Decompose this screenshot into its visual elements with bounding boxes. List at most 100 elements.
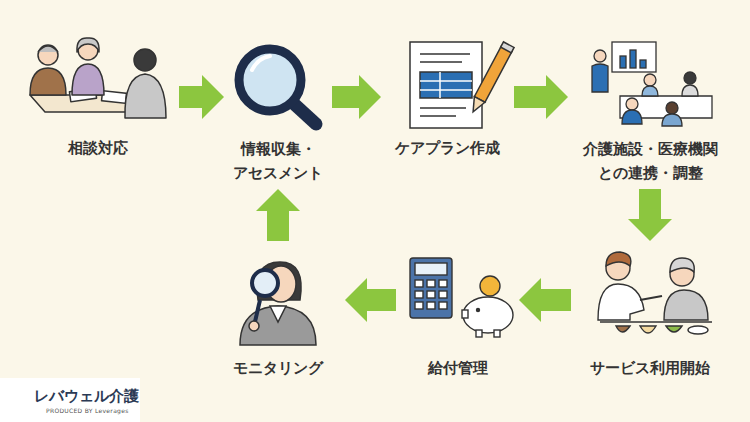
magnifier-illustration-part (252, 56, 270, 70)
calculator-piggy-illustration-part (439, 280, 447, 287)
meal-service-illustration (598, 252, 712, 334)
document-illustration-part (420, 89, 472, 91)
meeting-illustration-part (622, 110, 642, 124)
meeting-illustration-part (642, 86, 658, 96)
flow-arrow (332, 75, 381, 119)
document-illustration-part (410, 42, 482, 128)
consultation-illustration-part (38, 45, 58, 65)
logo: レバウェル介護 PRODUCED BY Leverages (0, 378, 140, 422)
consultation-illustration-part (77, 38, 99, 52)
step-label: 相談対応 (20, 136, 175, 160)
meeting-illustration-part (644, 74, 656, 86)
meeting-illustration-part (684, 72, 696, 84)
document-illustration-part-part (501, 42, 514, 53)
calculator-piggy-illustration-part (415, 263, 447, 275)
calculator-piggy-illustration-part (415, 302, 423, 309)
meeting-illustration-part (592, 64, 608, 92)
step-label: 介護施設・医療機関 との連携・調整 (572, 137, 728, 185)
document-illustration (410, 42, 514, 128)
calculator-piggy-illustration-part (415, 291, 423, 298)
calculator-piggy-illustration-part (463, 297, 513, 333)
calculator-piggy-illustration-part (415, 280, 423, 287)
consultation-illustration-part (102, 91, 127, 103)
meeting-illustration-part (630, 50, 636, 68)
consultation-illustration-part (30, 68, 66, 95)
meal-service-illustration-part (606, 252, 631, 266)
step-label: モニタリング (215, 356, 341, 380)
step-node: モニタリング (215, 245, 341, 380)
step-node: 相談対応 (20, 35, 175, 160)
meal-service-illustration-part (600, 321, 712, 322)
meeting-illustration-part (682, 85, 698, 96)
step-label: ケアプラン作成 (385, 136, 510, 160)
flow-arrow (179, 75, 224, 119)
logo-subtext: PRODUCED BY Leverages (46, 407, 129, 414)
calculator-piggy-illustration-part (439, 291, 447, 298)
monitoring-illustration-part (252, 270, 278, 296)
meal-service-illustration-part (666, 326, 682, 332)
document-illustration-part (439, 72, 441, 98)
document-illustration-part (468, 42, 514, 115)
meal-service-illustration-part (688, 326, 708, 334)
step-node: ケアプラン作成 (385, 35, 510, 160)
meal-service-illustration-part (640, 296, 662, 300)
magnifier-illustration (239, 49, 316, 124)
meeting-illustration-part (594, 50, 606, 62)
monitoring-illustration-part (270, 306, 286, 322)
meal-service-illustration-part (598, 284, 644, 320)
meeting-illustration-part (612, 42, 656, 72)
calculator-piggy-illustration-part (410, 258, 452, 318)
calculator-piggy-illustration-part (480, 276, 500, 296)
consultation-illustration-part (72, 64, 104, 95)
document-illustration-part-part (474, 45, 512, 102)
logo-icon (0, 378, 140, 422)
calculator-piggy-illustration-part (494, 330, 500, 337)
meeting-illustration (592, 42, 712, 126)
calculator-piggy-illustration-part (477, 309, 480, 312)
flow-arrow (256, 189, 300, 241)
monitoring-illustration (240, 262, 316, 345)
step-label: サービス利用開始 (575, 356, 725, 380)
document-illustration-part (420, 61, 462, 63)
document-illustration-part (420, 107, 466, 109)
meeting-illustration-part (662, 114, 682, 126)
flow-arrow (345, 278, 396, 322)
step-node: 介護施設・医療機関 との連携・調整 (572, 35, 728, 185)
meeting-illustration-part (626, 98, 638, 110)
monitoring-illustration-part (240, 306, 316, 345)
consultation-illustration (30, 38, 166, 118)
logo-text: レバウェル介護 (34, 387, 139, 406)
magnifier-illustration-part (239, 49, 301, 111)
meal-service-illustration-part (616, 326, 630, 332)
calculator-piggy-illustration (410, 258, 513, 337)
calculator-piggy-illustration-part (462, 310, 468, 318)
calculator-piggy-illustration-part (427, 302, 435, 309)
flow-arrow (519, 278, 571, 322)
consultation-illustration-part (134, 49, 156, 71)
document-illustration-part (420, 53, 470, 55)
step-node: 給付管理 (400, 245, 515, 380)
calculator-piggy-illustration-part (427, 280, 435, 287)
step-node: サービス利用開始 (575, 245, 725, 380)
calculator-piggy-illustration-part (476, 330, 482, 337)
step-label: 情報収集・ アセスメント (228, 137, 328, 185)
document-illustration-part (420, 72, 472, 98)
document-illustration-part (420, 115, 456, 117)
calculator-piggy-illustration-part (439, 302, 447, 309)
flow-arrow (628, 189, 672, 241)
document-illustration-part (420, 80, 472, 82)
step-label: 給付管理 (400, 356, 515, 380)
step-node: 情報収集・ アセスメント (228, 35, 328, 185)
consultation-illustration-part (38, 46, 58, 52)
meeting-illustration-part (620, 56, 626, 68)
logo-icon-part (0, 378, 140, 422)
document-illustration-part-part (468, 97, 485, 115)
calculator-piggy-illustration-part (427, 291, 435, 298)
meeting-illustration-part (666, 102, 678, 114)
meal-service-illustration-part (664, 290, 708, 320)
magnifier-illustration-part (292, 102, 316, 124)
meal-service-illustration-part (670, 258, 694, 272)
